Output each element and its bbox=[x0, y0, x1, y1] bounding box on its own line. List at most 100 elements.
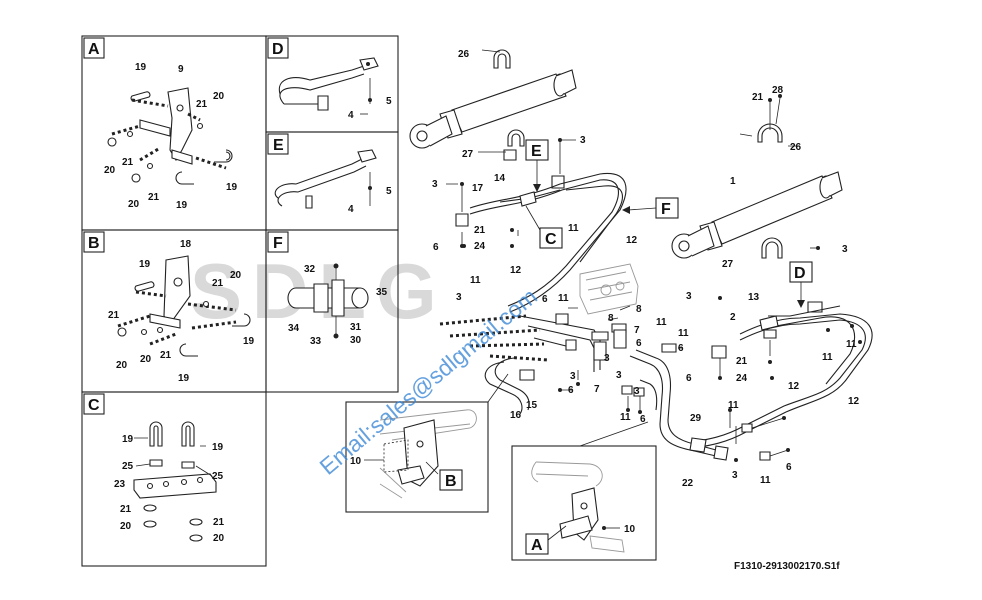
svg-text:21: 21 bbox=[474, 225, 486, 236]
panel-f-letter: F bbox=[267, 231, 289, 253]
svg-text:D: D bbox=[272, 41, 284, 58]
panel-d-drawing bbox=[278, 57, 379, 115]
svg-text:20: 20 bbox=[120, 521, 132, 532]
svg-text:9: 9 bbox=[178, 64, 184, 75]
svg-text:11: 11 bbox=[470, 275, 481, 286]
callout-f: F bbox=[622, 197, 679, 219]
svg-text:11: 11 bbox=[678, 328, 689, 339]
valve-area-labels: 6 11 8 8 7 3 6 3 7 6 11 11 6 15 16 3 3 1… bbox=[510, 293, 792, 489]
center-pipes bbox=[439, 305, 790, 462]
svg-text:27: 27 bbox=[722, 259, 734, 270]
svg-text:30: 30 bbox=[350, 335, 362, 346]
panel-c-frame bbox=[81, 391, 267, 567]
panel-c-labels: 19 19 25 25 23 21 20 21 20 bbox=[114, 434, 225, 544]
svg-text:21: 21 bbox=[212, 278, 224, 289]
panel-e-drawing bbox=[274, 149, 377, 209]
svg-text:22: 22 bbox=[682, 478, 694, 489]
svg-text:11: 11 bbox=[728, 400, 739, 411]
control-valve bbox=[579, 263, 639, 315]
svg-text:33: 33 bbox=[310, 336, 322, 347]
svg-text:14: 14 bbox=[494, 173, 506, 184]
svg-text:C: C bbox=[88, 397, 100, 414]
svg-text:13: 13 bbox=[748, 292, 760, 303]
svg-text:5: 5 bbox=[386, 96, 392, 107]
svg-text:20: 20 bbox=[213, 533, 225, 544]
svg-text:19: 19 bbox=[176, 200, 188, 211]
svg-text:21: 21 bbox=[196, 99, 208, 110]
svg-text:3: 3 bbox=[604, 353, 610, 364]
svg-text:1: 1 bbox=[730, 176, 736, 187]
svg-text:6: 6 bbox=[686, 373, 692, 384]
svg-text:E: E bbox=[531, 143, 542, 160]
right-cylinder bbox=[671, 94, 843, 380]
svg-text:20: 20 bbox=[140, 354, 152, 365]
callout-e: E bbox=[525, 139, 549, 192]
svg-text:11: 11 bbox=[760, 475, 771, 486]
svg-text:32: 32 bbox=[304, 264, 316, 275]
view-a-callout-box bbox=[525, 533, 549, 555]
left-cylinder bbox=[409, 49, 577, 248]
svg-text:21: 21 bbox=[120, 504, 132, 515]
callout-c: C bbox=[525, 205, 563, 249]
svg-text:26: 26 bbox=[790, 142, 802, 153]
svg-text:6: 6 bbox=[433, 242, 439, 253]
svg-text:19: 19 bbox=[226, 182, 238, 193]
svg-text:3: 3 bbox=[456, 292, 462, 303]
svg-text:19: 19 bbox=[135, 62, 147, 73]
svg-text:16: 16 bbox=[510, 410, 522, 421]
svg-text:21: 21 bbox=[752, 92, 764, 103]
svg-text:35: 35 bbox=[376, 287, 388, 298]
svg-text:3: 3 bbox=[634, 386, 640, 397]
svg-text:8: 8 bbox=[636, 304, 642, 315]
svg-text:A: A bbox=[88, 41, 100, 58]
svg-text:6: 6 bbox=[542, 294, 548, 305]
svg-text:20: 20 bbox=[213, 91, 225, 102]
svg-text:2: 2 bbox=[730, 312, 736, 323]
svg-text:11: 11 bbox=[620, 412, 631, 423]
svg-text:25: 25 bbox=[122, 461, 134, 472]
svg-text:3: 3 bbox=[842, 244, 848, 255]
panel-e-labels: 5 4 bbox=[348, 186, 392, 215]
svg-text:4: 4 bbox=[348, 110, 354, 121]
svg-text:20: 20 bbox=[116, 360, 128, 371]
svg-text:B: B bbox=[445, 473, 457, 490]
svg-text:A: A bbox=[531, 537, 543, 554]
panel-a-drawing bbox=[107, 87, 233, 185]
svg-text:8: 8 bbox=[608, 313, 614, 324]
svg-text:11: 11 bbox=[568, 223, 579, 234]
svg-text:12: 12 bbox=[626, 235, 638, 246]
svg-text:10: 10 bbox=[624, 524, 636, 535]
svg-text:29: 29 bbox=[690, 413, 702, 424]
svg-text:6: 6 bbox=[678, 343, 684, 354]
svg-text:7: 7 bbox=[634, 325, 640, 336]
svg-text:3: 3 bbox=[732, 470, 738, 481]
panel-e-letter: E bbox=[267, 133, 289, 155]
svg-text:4: 4 bbox=[348, 204, 354, 215]
panel-b-labels: 18 19 20 21 21 20 21 19 20 19 bbox=[108, 239, 255, 384]
svg-text:11: 11 bbox=[822, 352, 833, 363]
svg-text:24: 24 bbox=[474, 241, 486, 252]
svg-text:18: 18 bbox=[180, 239, 192, 250]
view-b-inset: B 10 bbox=[345, 373, 509, 513]
svg-text:20: 20 bbox=[104, 165, 116, 176]
svg-text:24: 24 bbox=[736, 373, 748, 384]
svg-text:19: 19 bbox=[139, 259, 151, 270]
svg-text:3: 3 bbox=[570, 371, 576, 382]
panel-f-frame bbox=[265, 229, 399, 393]
svg-text:15: 15 bbox=[526, 400, 538, 411]
drawing-code: F1310-2913002170.S1f bbox=[734, 561, 840, 572]
svg-text:E: E bbox=[273, 137, 284, 154]
svg-text:19: 19 bbox=[212, 442, 224, 453]
panel-d-letter: D bbox=[267, 37, 289, 59]
panel-f-drawing bbox=[287, 263, 369, 339]
svg-text:26: 26 bbox=[458, 49, 470, 60]
svg-text:6: 6 bbox=[640, 414, 646, 425]
svg-text:12: 12 bbox=[510, 265, 522, 276]
svg-text:23: 23 bbox=[114, 479, 126, 490]
right-cylinder-labels: 21 28 26 1 3 27 3 13 2 11 21 24 12 12 11… bbox=[686, 85, 860, 407]
svg-text:D: D bbox=[794, 265, 806, 282]
svg-text:21: 21 bbox=[108, 310, 120, 321]
svg-text:F: F bbox=[273, 235, 283, 252]
